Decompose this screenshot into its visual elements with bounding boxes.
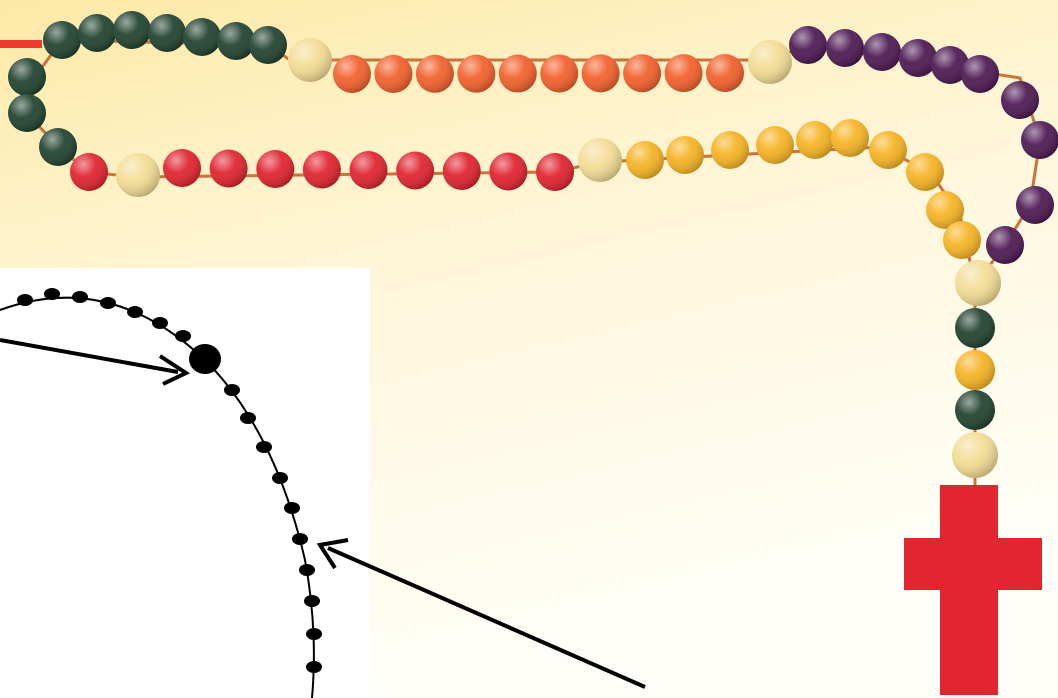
pendant-bead-5-shine — [952, 432, 998, 478]
green-bead-1-shine — [43, 21, 81, 59]
green-bead-5-shine — [183, 18, 221, 56]
pendant-bead-3-shine — [955, 350, 995, 390]
yellow-bead-3-shine — [711, 131, 749, 169]
green-bead-8-shine — [8, 58, 46, 96]
diagram-small-bead-2 — [44, 288, 60, 300]
accent-line — [0, 40, 42, 48]
diagram-small-bead-14 — [299, 564, 315, 576]
red-bead-4-shine — [256, 150, 294, 188]
orange-bead-4-shine — [457, 55, 495, 93]
red-bead-7-shine — [396, 152, 434, 190]
diagram-small-bead-3 — [72, 291, 88, 303]
purple-bead-9-shine — [1016, 186, 1054, 224]
green-bead-9-shine — [8, 94, 46, 132]
orange-bead-1-shine — [333, 55, 371, 93]
purple-bead-6-shine — [961, 55, 999, 93]
yellow-bead-7-shine — [869, 131, 907, 169]
yellow-bead-10-shine — [943, 221, 981, 259]
purple-bead-8-shine — [1021, 121, 1058, 159]
red-bead-10-shine — [536, 153, 574, 191]
red-bead-3-shine — [210, 150, 248, 188]
pendant-bead-4-shine — [955, 390, 995, 430]
purple-bead-2-shine — [826, 29, 864, 67]
pendant-bead-1-shine — [955, 260, 1001, 306]
red-bead-6-shine — [350, 151, 388, 189]
green-bead-2-shine — [78, 14, 116, 52]
diagram-small-bead-17 — [306, 661, 322, 673]
diagram-small-bead-1 — [17, 294, 33, 306]
diagram-small-bead-10 — [256, 441, 272, 453]
diagram-small-bead-8 — [224, 384, 240, 396]
our-father-bead-4-shine — [578, 138, 622, 182]
green-bead-10-shine — [39, 128, 77, 166]
our-father-bead-2-shine — [748, 40, 792, 84]
red-bead-8-shine — [443, 152, 481, 190]
diagram-small-bead-15 — [304, 595, 320, 607]
diagram-small-bead-6 — [152, 317, 168, 329]
yellow-bead-5-shine — [796, 121, 834, 159]
yellow-bead-2-shine — [666, 136, 704, 174]
green-bead-3-shine — [113, 11, 151, 49]
purple-bead-4-shine — [899, 39, 937, 77]
orange-bead-5-shine — [499, 55, 537, 93]
diagram-small-bead-12 — [284, 502, 300, 514]
our-father-bead-3-shine — [116, 153, 160, 197]
orange-bead-10-shine — [706, 54, 744, 92]
crucifix-horizontal-bar — [904, 538, 1042, 590]
yellow-bead-4-shine — [756, 126, 794, 164]
red-bead-2-shine — [163, 149, 201, 187]
orange-bead-8-shine — [623, 54, 661, 92]
diagram-large-bead — [189, 344, 221, 374]
orange-bead-2-shine — [374, 55, 412, 93]
green-bead-6-shine — [217, 22, 255, 60]
orange-bead-3-shine — [416, 55, 454, 93]
diagram-small-bead-5 — [127, 306, 143, 318]
purple-bead-1-shine — [789, 26, 827, 64]
orange-bead-6-shine — [540, 54, 578, 92]
red-bead-1-shine — [70, 153, 108, 191]
pendant-bead-2-shine — [955, 308, 995, 348]
purple-bead-10-shine — [986, 226, 1024, 264]
diagram-small-bead-11 — [272, 472, 288, 484]
diagram-small-bead-16 — [306, 628, 322, 640]
purple-bead-7-shine — [1001, 81, 1039, 119]
yellow-bead-6-shine — [831, 119, 869, 157]
purple-bead-3-shine — [863, 33, 901, 71]
red-bead-9-shine — [489, 153, 527, 191]
red-bead-5-shine — [303, 151, 341, 189]
yellow-bead-1-shine — [626, 141, 664, 179]
our-father-bead-1-shine — [288, 38, 332, 82]
green-bead-7-shine — [249, 26, 287, 64]
diagram-small-bead-7 — [175, 330, 191, 342]
diagram-small-bead-4 — [100, 297, 116, 309]
yellow-bead-8-shine — [906, 153, 944, 191]
diagram-small-bead-9 — [240, 412, 256, 424]
orange-bead-9-shine — [665, 54, 703, 92]
orange-bead-7-shine — [582, 54, 620, 92]
diagram-small-bead-13 — [292, 533, 308, 545]
green-bead-4-shine — [148, 14, 186, 52]
